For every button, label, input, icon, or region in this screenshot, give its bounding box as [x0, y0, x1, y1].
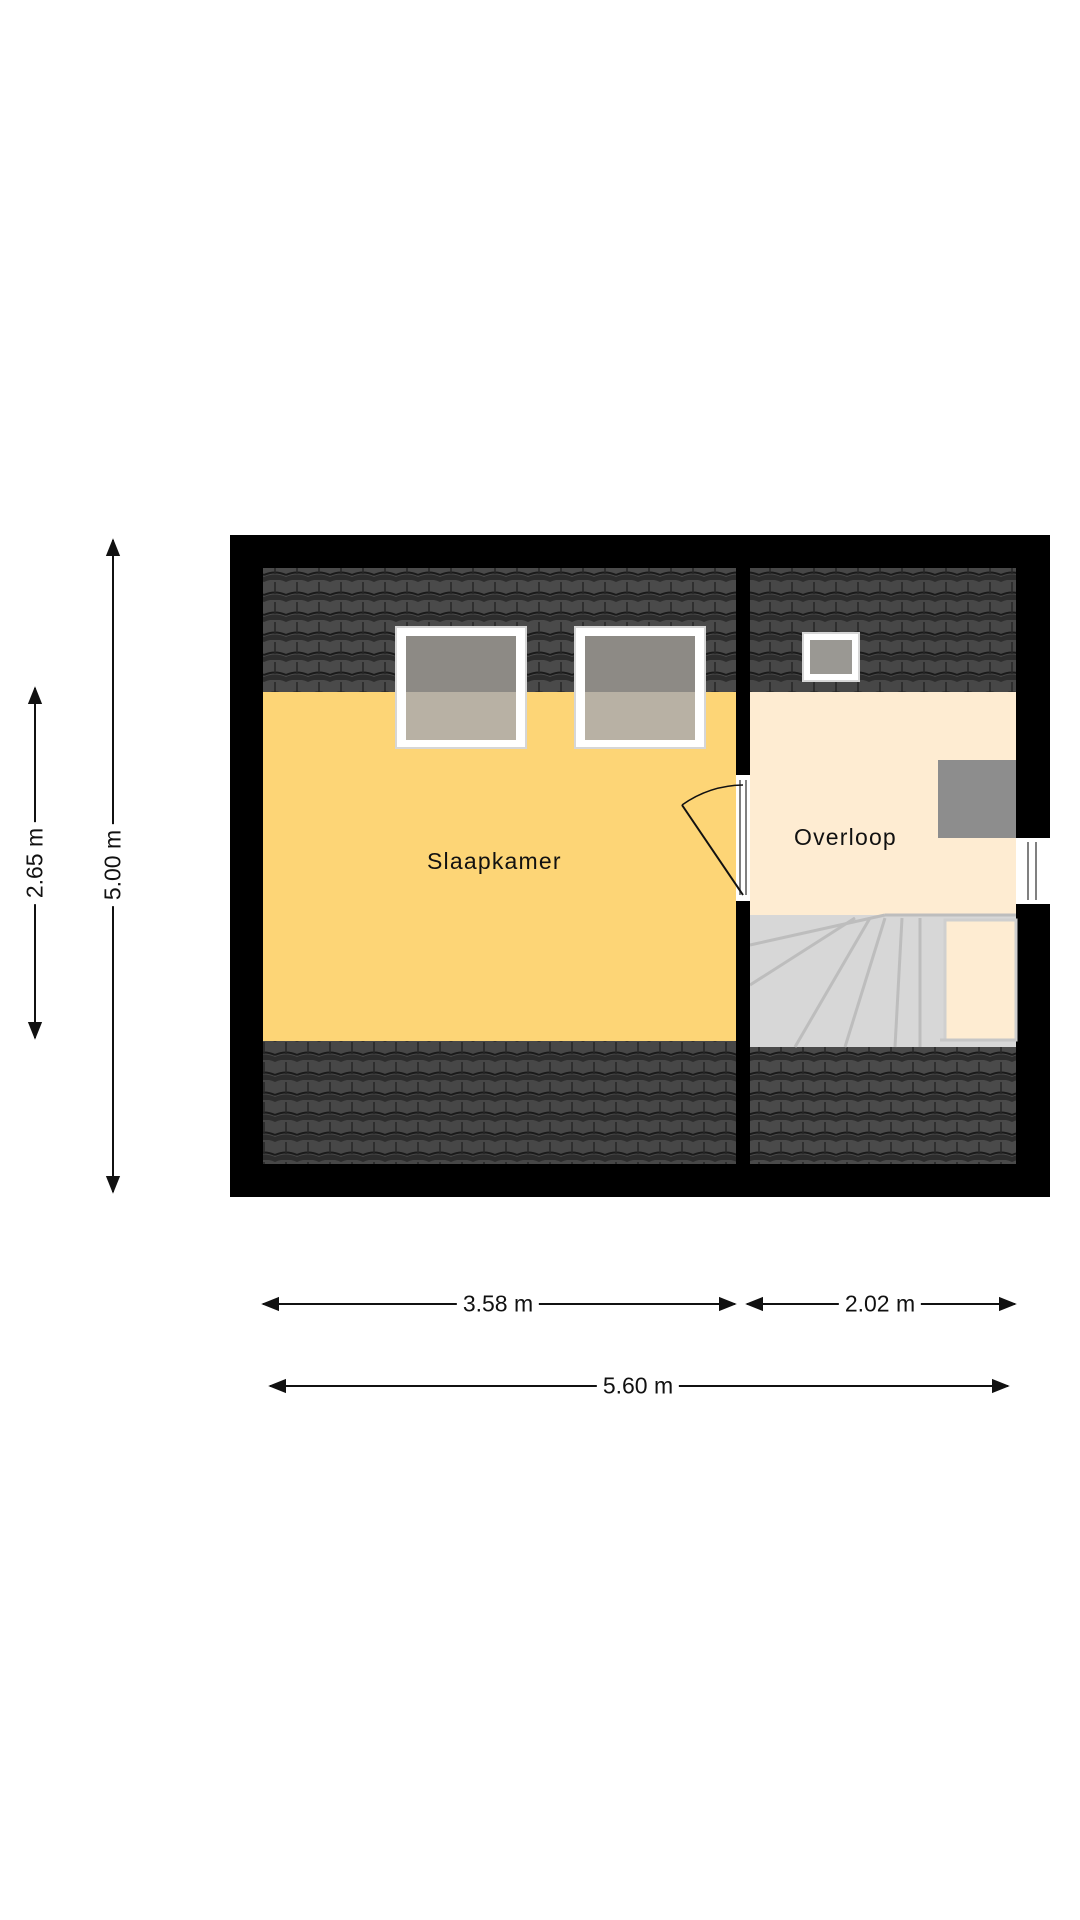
room-label-bedroom: Slaapkamer	[427, 848, 562, 874]
door-swing-icon	[681, 775, 750, 901]
dim-label-width-total: 5.60 m	[596, 1372, 680, 1400]
staircase-icon	[749, 913, 1018, 1048]
skylight-icon	[574, 626, 706, 749]
dim-label-width-landing: 2.02 m	[838, 1290, 922, 1318]
dim-label-height-room: 2.65 m	[21, 821, 49, 905]
skylight-icon	[395, 626, 527, 749]
skylight-icon	[802, 632, 860, 682]
roof-tiles-right-top	[750, 568, 1016, 692]
closet-block	[938, 760, 1016, 838]
dim-label-height-total: 5.00 m	[99, 823, 127, 907]
room-label-landing: Overloop	[794, 824, 897, 850]
bedroom-floor	[263, 692, 736, 1041]
roof-tiles-left-bottom	[263, 1041, 736, 1164]
dim-label-width-bedroom: 3.58 m	[456, 1290, 540, 1318]
roof-tiles-right-bottom	[750, 1047, 1016, 1164]
window-icon	[1016, 838, 1050, 904]
